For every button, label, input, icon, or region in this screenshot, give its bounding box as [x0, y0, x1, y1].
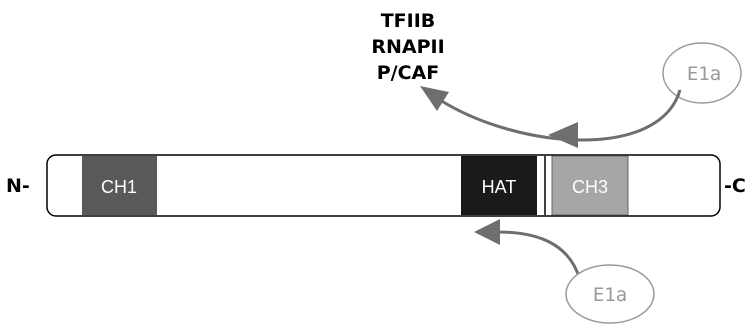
factor-tfiib: TFIIB — [381, 10, 436, 32]
e1a-bottom-label: E1a — [593, 284, 627, 306]
e1a-top-label: E1a — [687, 63, 721, 85]
domain-hat — [461, 156, 537, 215]
e1a-top-ellipse — [662, 42, 742, 104]
domain-ch3 — [551, 155, 629, 216]
c-terminus-label: -C — [724, 175, 745, 197]
e1a-bottom-ellipse — [565, 264, 655, 324]
arrowhead-hat — [474, 219, 500, 245]
factor-pcaf: P/CAF — [377, 62, 440, 84]
arrow-e1a-to-hat — [497, 230, 582, 281]
n-terminus-label: N- — [6, 175, 30, 197]
domain-ch1 — [82, 156, 157, 215]
domain-ch1-label: CH1 — [101, 177, 137, 197]
factor-rnapii: RNAPII — [371, 36, 444, 58]
arrowhead-factors — [420, 86, 449, 111]
domain-hat-label: HAT — [482, 177, 517, 197]
domain-ch3-label: CH3 — [572, 177, 608, 197]
arrowhead-midline — [548, 122, 578, 148]
arrow-e1a-to-factors — [439, 89, 682, 142]
